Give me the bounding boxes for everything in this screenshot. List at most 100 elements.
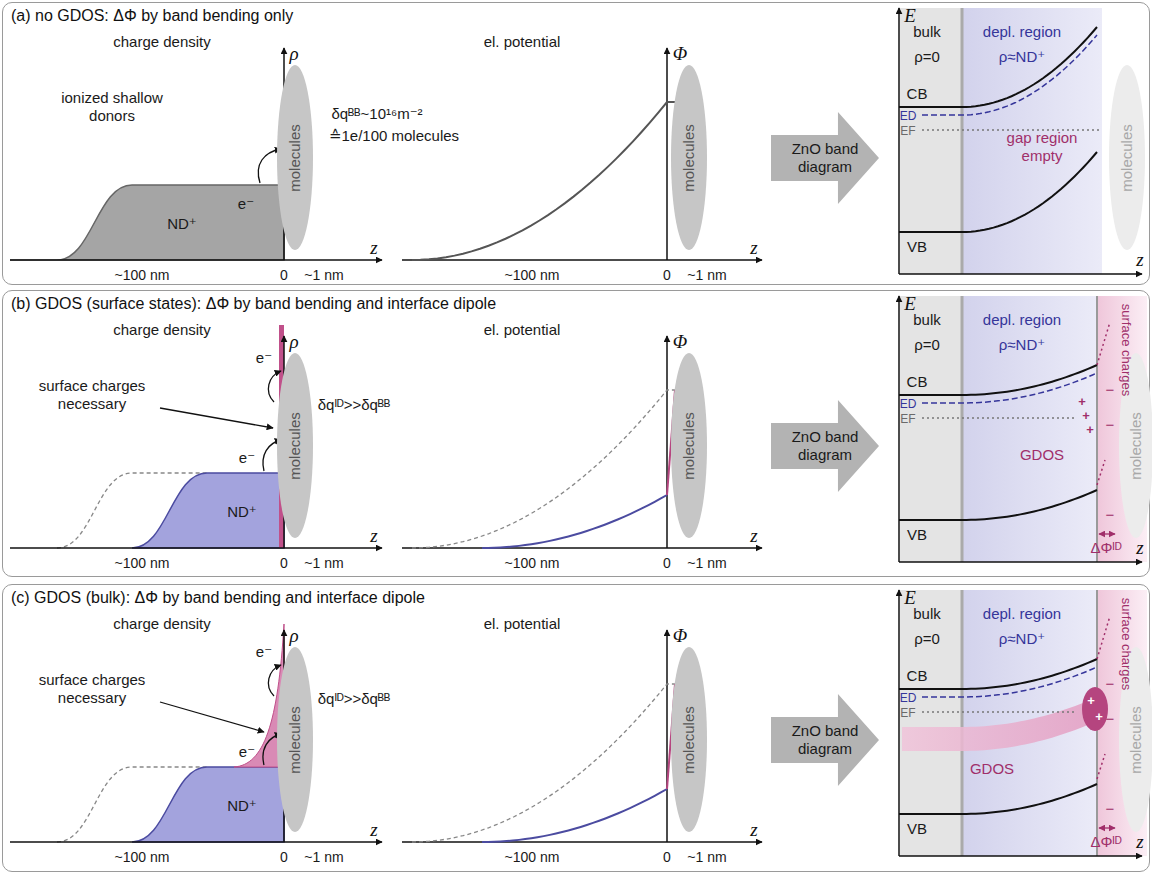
text-label: CB xyxy=(907,85,928,103)
axis-label: ρ xyxy=(289,625,298,648)
text-label: ~1 nm xyxy=(304,555,343,572)
energy-axis xyxy=(898,296,900,562)
text-label: ΔΦᴵᴰ xyxy=(1090,833,1121,851)
arrow-label: ZnO band diagram xyxy=(785,140,865,176)
donor-charge-area xyxy=(132,767,284,842)
text-label: depl. region xyxy=(983,605,1061,623)
text-label: CB xyxy=(907,667,928,685)
axis-label: z xyxy=(1136,249,1143,272)
text-label: ionized shallow donors xyxy=(57,89,167,125)
text-label: bulk xyxy=(913,23,941,41)
text-label: 0 xyxy=(663,849,671,866)
bulk-region xyxy=(900,296,962,562)
panel-title: (b) GDOS (surface states): ΔΦ by band be… xyxy=(11,294,496,313)
text-label: EF xyxy=(900,124,915,138)
axis-label: ρ xyxy=(289,331,298,354)
text-label: el. potential xyxy=(484,321,561,339)
text-label: EF xyxy=(900,706,915,720)
phi-axis xyxy=(666,48,668,260)
arrow-label: ZnO band diagram xyxy=(785,428,865,464)
text-label: ND⁺ xyxy=(227,503,257,521)
text-label: e⁻ xyxy=(256,643,272,661)
z-axis xyxy=(10,841,382,843)
text-label: bulk xyxy=(913,311,941,329)
conduction-band xyxy=(899,659,1097,689)
reference-potential-curve xyxy=(412,684,692,842)
molecule-label: molecules xyxy=(680,124,698,192)
text-label: ED xyxy=(900,397,917,411)
panel-illustration xyxy=(10,296,1147,562)
molecule-label: molecules xyxy=(286,124,304,192)
molecule-label: molecules xyxy=(680,706,698,774)
text-label: el. potential xyxy=(484,33,561,51)
surface-line xyxy=(1096,296,1098,562)
text-label: − xyxy=(1106,800,1115,818)
text-label: ~100 nm xyxy=(505,267,560,284)
text-label: ΔΦᴵᴰ xyxy=(1090,539,1121,557)
molecule-ellipse: molecules xyxy=(277,647,313,832)
text-label: ρ=0 xyxy=(914,48,940,66)
z-axis xyxy=(10,547,382,549)
axis-label: z xyxy=(370,237,377,260)
molecule-ellipse: molecules xyxy=(671,647,707,832)
text-label: − xyxy=(1106,506,1115,524)
phi-axis xyxy=(666,630,668,842)
transition-arrow: ZnO band diagram xyxy=(771,694,879,786)
bulk-region xyxy=(900,590,962,856)
z-axis xyxy=(899,273,1142,275)
text-label: ND⁺ xyxy=(227,797,257,815)
panel-illustration xyxy=(10,590,1147,856)
text-label: e⁻ xyxy=(239,743,255,761)
ellipse-outline xyxy=(277,647,313,832)
valence-band xyxy=(899,152,1097,232)
z-axis xyxy=(402,547,762,549)
text-label: el. potential xyxy=(484,615,561,633)
donor-charge-area xyxy=(10,185,284,260)
text-label: e⁻ xyxy=(239,449,255,467)
transition-arrow: ZnO band diagram xyxy=(771,112,879,204)
axis-label: Φ xyxy=(673,331,687,354)
text-label: ~100 nm xyxy=(115,555,170,572)
text-label: depl. region xyxy=(983,311,1061,329)
text-label: GDOS xyxy=(1020,446,1064,464)
region-boundary xyxy=(961,8,964,274)
text-label: CB xyxy=(907,373,928,391)
molecule-label: molecules xyxy=(1127,412,1145,480)
molecule-ellipse: molecules xyxy=(671,353,707,538)
axis-label: z xyxy=(370,525,377,548)
text-label: e⁻ xyxy=(238,195,254,213)
text-label: ~100 nm xyxy=(115,267,170,284)
text-label: surface charges xyxy=(1118,304,1134,397)
panel-title: (a) no GDOS: ΔΦ by band bending only xyxy=(11,6,293,25)
potential-curve xyxy=(412,102,692,260)
axis-label: z xyxy=(750,819,757,842)
molecule-label: molecules xyxy=(1127,706,1145,774)
donor-charge-area xyxy=(132,473,284,548)
text-label: + xyxy=(1078,394,1086,410)
z-axis xyxy=(899,561,1142,563)
panel-title: (c) GDOS (bulk): ΔΦ by band bending and … xyxy=(11,588,425,607)
text-label: − xyxy=(1106,710,1115,728)
fermi-level xyxy=(922,417,1074,418)
text-label: e⁻ xyxy=(256,349,272,367)
molecule-ellipse: molecules xyxy=(671,65,707,250)
ellipse-outline xyxy=(671,647,707,832)
electron-transfer-arrow xyxy=(268,665,281,696)
text-label: + xyxy=(1082,408,1090,424)
dipole-shift-cb xyxy=(1097,322,1110,365)
text-label: − xyxy=(1106,416,1115,434)
text-label: ~100 nm xyxy=(505,555,560,572)
text-label: ~1 nm xyxy=(304,267,343,284)
text-label: 0 xyxy=(280,267,288,284)
donor-level xyxy=(922,373,1097,403)
phi-axis xyxy=(666,336,668,548)
z-axis xyxy=(10,259,382,261)
text-label: EF xyxy=(900,412,915,426)
molecule-label: molecules xyxy=(286,412,304,480)
text-label: ~1 nm xyxy=(687,267,726,284)
axis-label: ρ xyxy=(289,43,298,66)
conduction-band xyxy=(899,365,1097,395)
ellipse-outline xyxy=(671,65,707,250)
